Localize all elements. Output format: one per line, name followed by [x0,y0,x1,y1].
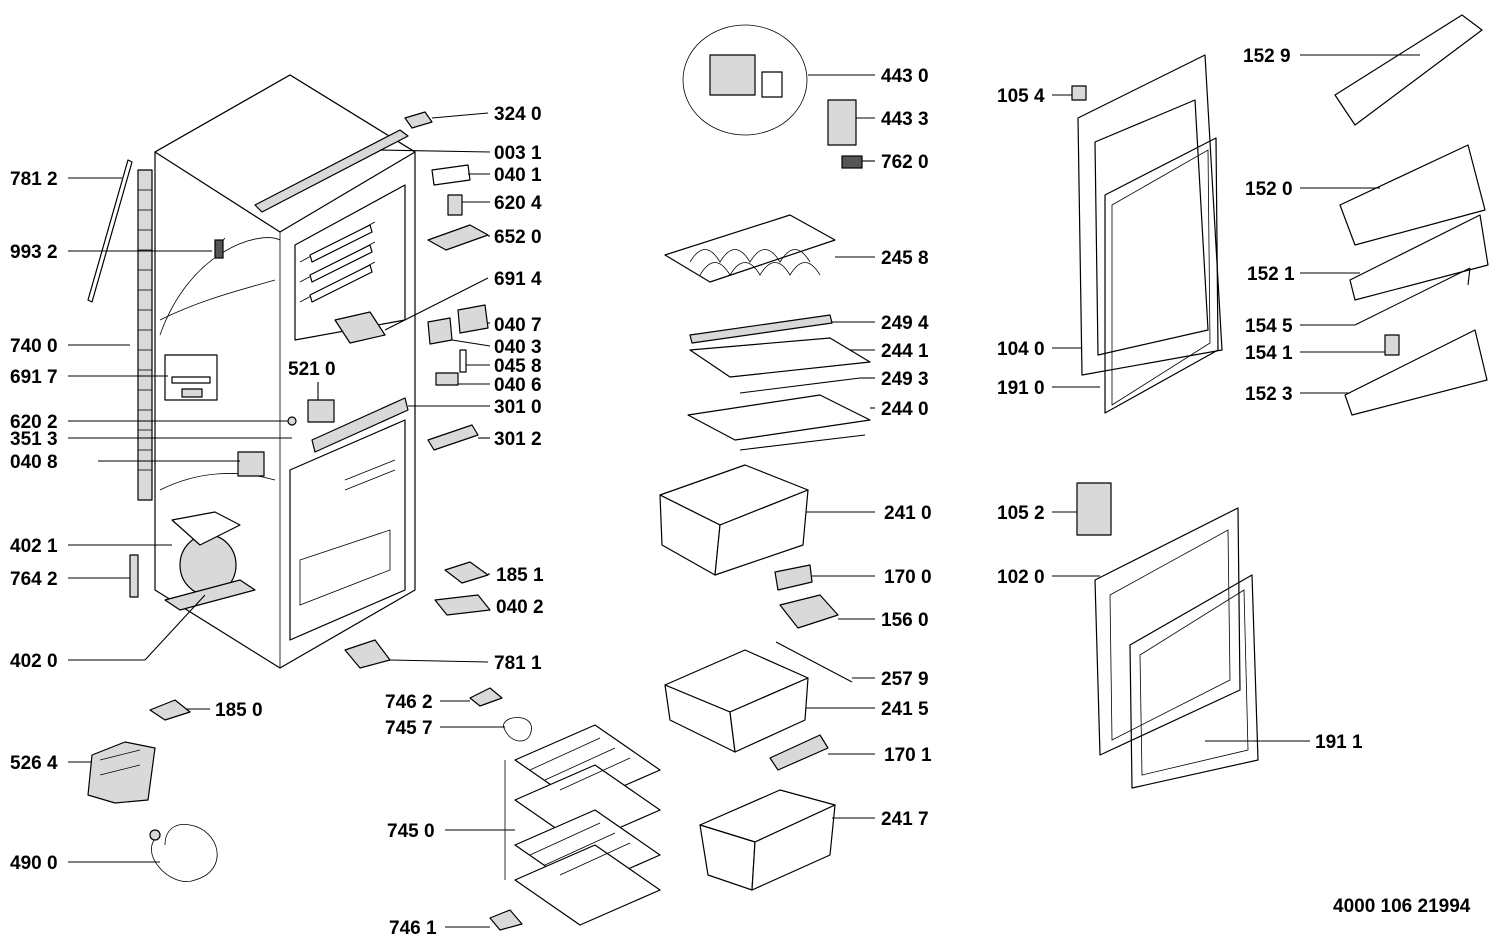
label-402-0: 402 0 [10,651,58,672]
label-105-2: 105 2 [997,503,1045,524]
center-parts [659,24,871,891]
doors [1071,14,1489,789]
label-045-8: 045 8 [494,356,542,377]
label-154-5: 154 5 [1245,316,1293,337]
label-191-0: 191 0 [997,378,1045,399]
label-245-8: 245 8 [881,248,929,269]
label-526-4: 526 4 [10,753,58,774]
label-691-4: 691 4 [494,269,542,290]
label-249-4: 249 4 [881,313,929,334]
label-781-2: 781 2 [10,169,58,190]
label-185-1: 185 1 [496,565,544,586]
refrigerator-cabinet [87,74,416,669]
label-351-3: 351 3 [10,429,58,450]
label-521-0: 521 0 [288,359,336,380]
label-746-2: 746 2 [385,692,433,713]
label-152-3: 152 3 [1245,384,1293,405]
label-402-1: 402 1 [10,536,58,557]
label-324-0: 324 0 [494,104,542,125]
label-040-3: 040 3 [494,337,542,358]
label-762-0: 762 0 [881,152,929,173]
label-745-0: 745 0 [387,821,435,842]
label-443-3: 443 3 [881,109,929,130]
small-parts-middle [287,111,532,931]
document-number: 4000 106 21994 [1333,896,1471,917]
label-764-2: 764 2 [10,569,58,590]
wire-shelves [504,724,661,926]
label-170-0: 170 0 [884,567,932,588]
label-745-7: 745 7 [385,718,433,739]
label-040-6: 040 6 [494,375,542,396]
label-154-1: 154 1 [1245,343,1293,364]
label-691-7: 691 7 [10,367,58,388]
label-185-0: 185 0 [215,700,263,721]
part-labels: 781 2 993 2 740 0 691 7 620 2 351 3 040 … [10,46,1363,939]
label-040-1: 040 1 [494,165,542,186]
label-104-0: 104 0 [997,339,1045,360]
label-241-5: 241 5 [881,699,929,720]
label-152-1: 152 1 [1247,264,1295,285]
label-191-1: 191 1 [1315,732,1363,753]
leader-lines [68,54,1420,928]
label-301-0: 301 0 [494,397,542,418]
label-620-4: 620 4 [494,193,542,214]
small-parts-left [87,237,265,882]
label-003-1: 003 1 [494,143,542,164]
label-993-2: 993 2 [10,242,58,263]
label-620-2: 620 2 [10,412,58,433]
label-301-2: 301 2 [494,429,542,450]
label-781-1: 781 1 [494,653,542,674]
label-152-9: 152 9 [1243,46,1291,67]
label-105-4: 105 4 [997,86,1045,107]
label-040-8: 040 8 [10,452,58,473]
label-040-7: 040 7 [494,315,542,336]
label-241-0: 241 0 [884,503,932,524]
label-244-1: 244 1 [881,341,929,362]
label-156-0: 156 0 [881,610,929,631]
label-152-0: 152 0 [1245,179,1293,200]
label-170-1: 170 1 [884,745,932,766]
label-490-0: 490 0 [10,853,58,874]
label-740-0: 740 0 [10,336,58,357]
label-241-7: 241 7 [881,809,929,830]
label-249-3: 249 3 [881,369,929,390]
label-652-0: 652 0 [494,227,542,248]
label-257-9: 257 9 [881,669,929,690]
label-443-0: 443 0 [881,66,929,87]
label-040-2: 040 2 [496,597,544,618]
label-244-0: 244 0 [881,399,929,420]
label-746-1: 746 1 [389,918,437,939]
label-102-0: 102 0 [997,567,1045,588]
